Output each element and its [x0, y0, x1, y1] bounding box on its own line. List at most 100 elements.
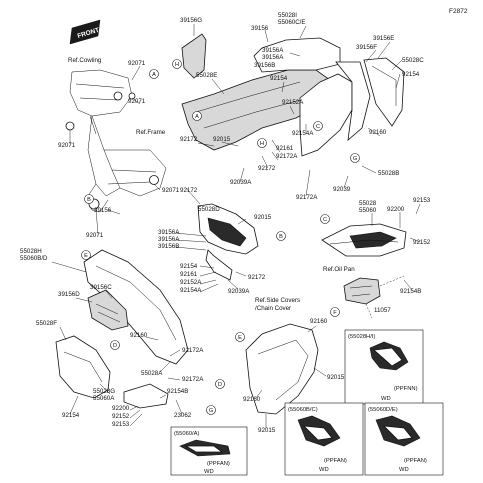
side-cover-piece — [245, 323, 319, 415]
pn-92071-e: 92071 — [86, 232, 104, 239]
pn-92152-r: 92152 — [413, 239, 431, 246]
pn-55028e: 55028E — [196, 72, 217, 79]
svg-text:(PPFAN): (PPFAN) — [324, 458, 347, 464]
pn-92015-top: 92015 — [213, 136, 231, 143]
pn-39156c: 39156C — [90, 284, 112, 291]
pn-92015-m2: 92015 — [258, 427, 276, 434]
pn-39156e: 39156E — [373, 35, 394, 42]
ref-frame: Ref.Frame — [136, 129, 166, 136]
pn-39156b-top: 39156B — [254, 62, 275, 69]
svg-text:G: G — [209, 408, 213, 414]
pn-92172a-mid: 92172A — [276, 153, 298, 160]
pn-92015-c: 92015 — [254, 214, 272, 221]
svg-text:(55060B/C): (55060B/C) — [288, 407, 318, 413]
pn-92172-c2: 92172 — [248, 274, 266, 281]
svg-text:H: H — [260, 141, 264, 147]
pn-92161-c: 92161 — [180, 271, 198, 278]
svg-text:(PPFAN): (PPFAN) — [207, 461, 230, 467]
pn-23062: 23062 — [174, 412, 192, 419]
pn-39156b-c: 39156B — [158, 243, 179, 250]
left-lower-fairing — [55, 249, 189, 409]
pn-55028i: 55028I — [278, 12, 297, 19]
pn-92039-r: 92039 — [333, 186, 351, 193]
pn-92160-l: 92160 — [130, 332, 148, 339]
pn-55028g: 55028G — [93, 388, 115, 395]
variant-box-55060a: (55060/A) (PPFAN) WD — [170, 426, 248, 476]
callout-h-1: H — [172, 59, 182, 69]
pn-92154-tr: 92154 — [402, 71, 420, 78]
svg-text:(PPFNN): (PPFNN) — [394, 386, 418, 392]
svg-text:WD: WD — [399, 467, 409, 473]
callout-h-2: H — [257, 138, 267, 148]
callout-a-1: A — [149, 69, 159, 79]
pn-92154a-mid: 92154A — [292, 130, 314, 137]
svg-text:D: D — [218, 382, 222, 388]
variant-box-55060de: (55060D/E) (PPFAN) WD — [364, 402, 444, 476]
svg-text:G: G — [353, 156, 357, 162]
frame-assembly — [65, 69, 167, 213]
svg-text:(55060D/E): (55060D/E) — [368, 407, 398, 413]
middle-cowl-left — [197, 203, 259, 281]
pn-92154a-c: 92154A — [180, 287, 202, 294]
ref-side-covers: Ref.Side Covers — [255, 297, 300, 304]
svg-text:B: B — [87, 197, 91, 203]
ref-cowling: Ref.Cowling — [68, 57, 102, 64]
callout-b-1: B — [84, 194, 94, 204]
pn-39156a-top2: 39156A — [262, 54, 284, 61]
ref-chain-cover: /Chain Cover — [255, 305, 291, 312]
svg-text:H: H — [175, 62, 179, 68]
pn-55028-r: 55028 — [359, 200, 377, 207]
pn-92153-l: 92153 — [112, 421, 130, 428]
pn-92152a-mid: 92152A — [282, 99, 304, 106]
svg-text:C: C — [316, 124, 320, 130]
pn-92154-mid: 92154 — [270, 75, 288, 82]
ref-oil-pan: Ref.Oil Pan — [323, 266, 355, 273]
pn-39156d: 39156D — [58, 291, 80, 298]
pn-55028h: 55028H — [20, 248, 42, 255]
pn-92172a-l2: 92172A — [182, 376, 204, 383]
pn-39156a-c2: 39156A — [158, 236, 180, 243]
callout-f-1: F — [330, 307, 340, 317]
pn-92152-l: 92152 — [112, 413, 130, 420]
pn-11057: 11057 — [374, 307, 391, 314]
pn-55060a: 55060A — [93, 395, 115, 402]
svg-text:C: C — [323, 217, 327, 223]
pn-39156-left: 39156 — [94, 207, 112, 214]
pn-92172a-l: 92172A — [182, 347, 204, 354]
svg-text:WD: WD — [204, 469, 214, 475]
pn-55060bd: 55060B/D — [20, 255, 48, 262]
svg-text:A: A — [195, 114, 199, 120]
svg-text:(55028H/I): (55028H/I) — [348, 334, 375, 340]
svg-text:D: D — [113, 343, 117, 349]
pn-92200-r: 92200 — [387, 206, 405, 213]
pn-92153-r: 92153 — [413, 197, 431, 204]
pn-55060ce: 55060C/E — [278, 19, 306, 26]
variant-box-55028hi: (55028H/I) (PPFNN) WD — [344, 329, 424, 405]
pn-39156-top: 39156 — [251, 25, 269, 32]
callout-d-1: D — [110, 340, 120, 350]
pn-55028d: 55028D — [198, 206, 220, 213]
pn-92039a-top: 92039A — [230, 179, 252, 186]
upper-inner-cowl — [181, 37, 405, 157]
pn-39156f: 39156F — [356, 44, 377, 51]
pn-92015-m: 92015 — [327, 374, 345, 381]
pn-92154b-r: 92154B — [400, 288, 421, 295]
pn-92172a-mid2: 92172A — [296, 194, 318, 201]
callout-g-2: G — [206, 405, 216, 415]
svg-text:(55060/A): (55060/A) — [174, 431, 200, 437]
pn-55028f: 55028F — [36, 320, 57, 327]
callout-c-2: C — [320, 214, 330, 224]
callout-g-1: G — [350, 153, 360, 163]
pn-92071-d: 92071 — [162, 187, 180, 194]
pn-92071-a: 92071 — [128, 60, 146, 67]
pn-92172-mid: 92172 — [258, 165, 276, 172]
svg-text:WD: WD — [319, 467, 329, 473]
callout-a-2: A — [192, 111, 202, 121]
right-lower-cowl — [321, 223, 407, 257]
pn-55028c: 55028C — [402, 57, 424, 64]
callout-e-2: E — [235, 332, 245, 342]
svg-text:E: E — [84, 253, 88, 259]
svg-text:A: A — [152, 72, 156, 78]
pn-92172-c: 92172 — [180, 187, 198, 194]
